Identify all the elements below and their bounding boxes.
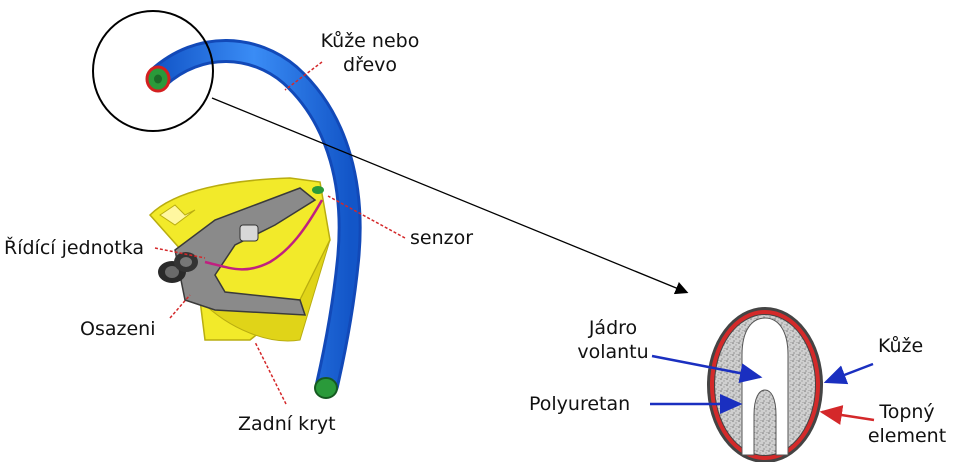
rim-end-top — [147, 67, 169, 91]
label-heating-line1: Topný — [864, 400, 950, 424]
label-polyurethane: Polyuretan — [529, 392, 630, 416]
label-heating-element: Topný element — [864, 400, 950, 448]
cross-section-illustration — [707, 307, 823, 462]
label-fitting: Osazeni — [80, 317, 155, 341]
label-skin: Kůže — [878, 334, 923, 358]
label-core-line1: Jádro — [568, 316, 658, 340]
label-core: Jádro volantu — [568, 316, 658, 364]
steering-wheel-illustration — [147, 51, 350, 398]
label-skin-or-wood-line2: dřevo — [318, 53, 422, 77]
label-skin-or-wood: Kůže nebo dřevo — [318, 29, 422, 77]
label-heating-line2: element — [864, 424, 950, 448]
label-back-cover: Zadní kryt — [238, 412, 336, 436]
rim-end-bottom — [315, 378, 337, 398]
label-skin-or-wood-line1: Kůže nebo — [318, 29, 422, 53]
label-sensor: senzor — [410, 226, 473, 250]
label-control-unit: Řídící jednotka — [4, 236, 144, 260]
label-core-line2: volantu — [568, 340, 658, 364]
